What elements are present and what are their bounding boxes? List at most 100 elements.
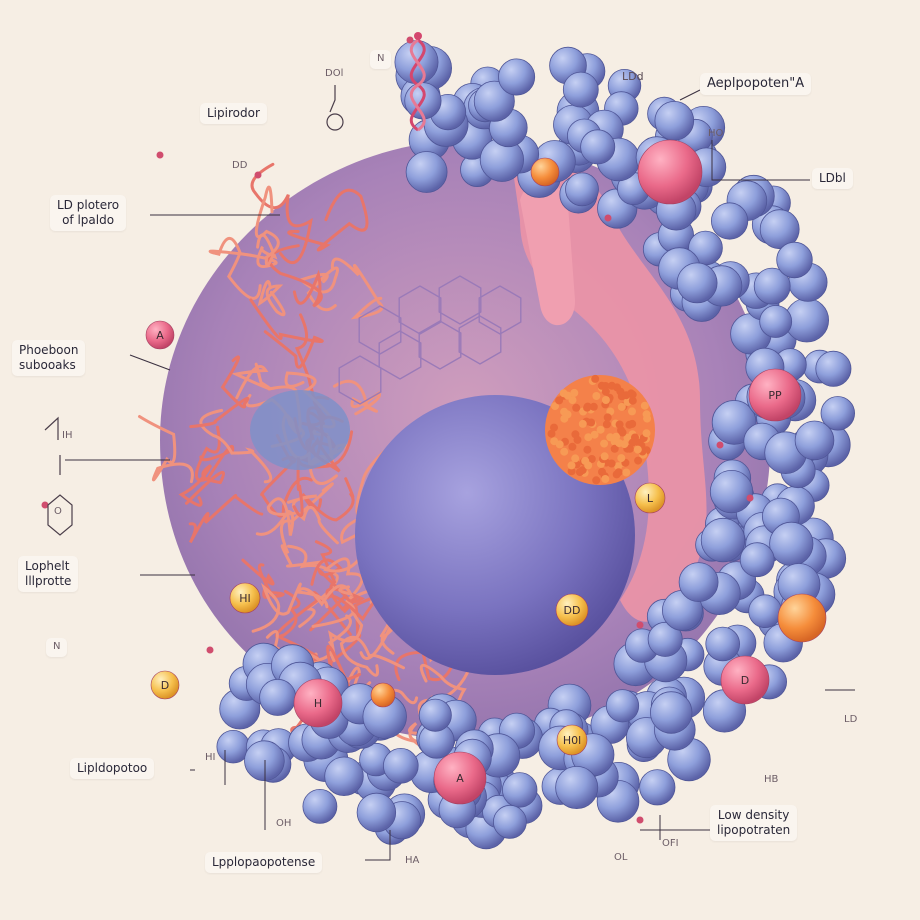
- protein-sphere: [555, 766, 599, 810]
- accent-sphere: [720, 655, 770, 705]
- mark-oh-bottom: OH: [276, 818, 292, 829]
- protein-sphere: [705, 626, 740, 662]
- leader-line: [679, 89, 701, 101]
- texture-bead: [615, 420, 624, 429]
- mark-ofi-bottom: OFI: [662, 838, 679, 849]
- label-apolipoprotein: Aeplpopoten"A: [700, 73, 812, 96]
- protein-sphere: [678, 562, 719, 602]
- fiber-strand: [294, 584, 354, 609]
- texture-bead: [591, 374, 600, 383]
- fiber-strand: [330, 257, 384, 320]
- hexagon: [478, 285, 522, 335]
- orange-textured-sphere: [545, 374, 655, 485]
- texture-bead: [633, 445, 642, 454]
- mark-n-top: N: [370, 50, 392, 69]
- texture-bead: [570, 388, 579, 397]
- sphere-label-pp: PP: [768, 389, 782, 402]
- protein-sphere: [259, 678, 297, 716]
- mark-ho: HO: [708, 128, 724, 139]
- label-phosphor: Phoeboon subooaks: [12, 340, 86, 376]
- marker-dot: [156, 151, 164, 159]
- texture-bead: [550, 423, 558, 432]
- texture-bead: [628, 419, 637, 428]
- mark-oc: O: [54, 506, 62, 517]
- protein-sphere: [700, 517, 746, 563]
- protein-sphere: [794, 420, 835, 461]
- texture-bead: [583, 445, 592, 454]
- protein-sphere: [473, 80, 515, 122]
- sphere-label-l: L: [647, 492, 654, 505]
- marker-dot: [254, 171, 262, 179]
- protein-sphere: [753, 267, 791, 305]
- protein-sphere: [769, 521, 814, 567]
- sphere-label-hol: H0l: [563, 734, 581, 747]
- texture-bead: [628, 407, 636, 416]
- sphere-label-h-bottom: H: [314, 697, 322, 710]
- texture-bead: [614, 462, 623, 471]
- hexagon: [378, 330, 422, 380]
- texture-bead: [560, 447, 569, 456]
- hexagon: [418, 320, 462, 370]
- texture-bead: [571, 454, 580, 463]
- fiber-strand: [241, 558, 285, 599]
- texture-bead: [622, 391, 631, 400]
- protein-sphere: [710, 202, 749, 240]
- texture-bead: [606, 433, 615, 442]
- texture-bead: [573, 435, 582, 444]
- texture-bead: [607, 459, 616, 468]
- fiber-strand: [188, 493, 264, 544]
- texture-bead: [628, 396, 637, 405]
- label-low-density: Low density lipopotraten: [710, 805, 798, 841]
- protein-sphere: [565, 172, 599, 207]
- texture-bead: [616, 387, 625, 396]
- protein-sphere: [356, 792, 397, 833]
- fiber-strand: [286, 494, 339, 545]
- protein-sphere: [382, 747, 419, 784]
- leader-line: [365, 830, 391, 861]
- protein-sphere: [647, 621, 683, 657]
- texture-bead: [572, 403, 581, 412]
- texture-bead: [612, 432, 621, 441]
- texture-bead: [634, 456, 643, 465]
- texture-bead: [601, 475, 610, 483]
- texture-bead: [587, 455, 596, 463]
- texture-bead: [617, 402, 626, 411]
- marker-dot: [716, 441, 724, 449]
- fiber-strand: [274, 589, 352, 638]
- fiber-strand: [230, 362, 272, 400]
- texture-bead: [567, 467, 576, 476]
- marker-dot: [636, 816, 644, 824]
- chemical-marks: [44, 85, 344, 536]
- label-ld-picture: LD plotero of lpaldo: [50, 195, 127, 231]
- sphere-label-d-left: D: [161, 679, 169, 692]
- texture-bead: [642, 429, 651, 438]
- mark-ol-bottom: OL: [614, 852, 628, 863]
- sphere-label-d-right: D: [741, 674, 749, 687]
- texture-bead: [568, 442, 577, 451]
- accent-sphere: [229, 582, 261, 614]
- marker-dot: [206, 646, 214, 654]
- label-lipidopotoo: Lipldopotoo: [70, 758, 155, 779]
- label-lipirodor: Lipirodor: [200, 103, 267, 124]
- marker-dot: [746, 494, 754, 502]
- protein-sphere: [739, 542, 775, 578]
- protein-sphere: [815, 350, 852, 387]
- mark-hb-right: HB: [764, 774, 779, 785]
- fiber-strand: [239, 233, 278, 269]
- accent-sphere: [634, 482, 666, 514]
- protein-sphere: [418, 698, 452, 732]
- fiber-strand: [333, 379, 381, 416]
- protein-sphere: [654, 101, 695, 141]
- label-lplo-bottom: Lpplopaopotense: [205, 852, 323, 873]
- texture-bead: [575, 468, 584, 477]
- accent-sphere: [370, 682, 396, 708]
- texture-bead: [547, 429, 556, 438]
- accent-sphere: [293, 678, 343, 728]
- protein-sphere: [776, 241, 813, 279]
- pink-fold-tongue: [520, 179, 576, 326]
- texture-bead: [590, 430, 599, 439]
- protein-sphere: [711, 400, 757, 445]
- accent-sphere: [556, 724, 588, 756]
- accent-sphere: [150, 670, 180, 700]
